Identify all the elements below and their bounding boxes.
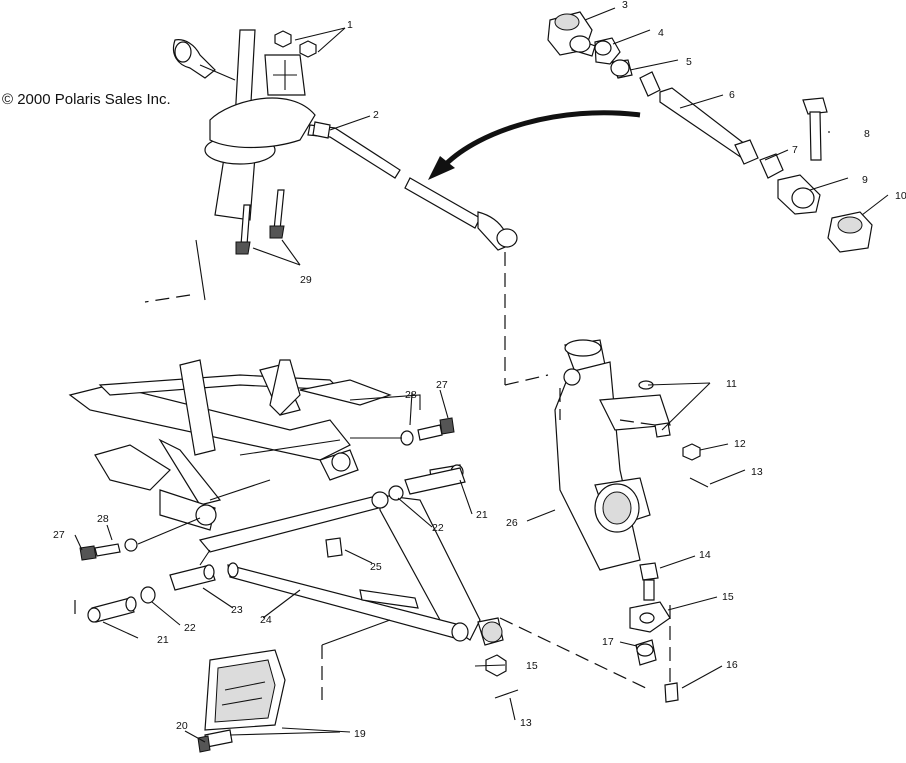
- callout-numbers: 1 2 3 4 5 6 7 8 9 10 11 12 13 14 15 15 1…: [53, 0, 906, 740]
- callout: 5: [686, 56, 692, 68]
- callout: 9: [862, 174, 868, 186]
- callout: 12: [734, 438, 746, 450]
- callout: 22: [184, 622, 196, 634]
- callout: 22: [432, 522, 444, 534]
- copyright-notice: © 2000 Polaris Sales Inc.: [2, 91, 171, 108]
- callout: 10: [895, 190, 906, 202]
- callout: 21: [157, 634, 169, 646]
- callout: 24: [260, 614, 272, 626]
- callout: 26: [506, 517, 518, 529]
- callout: 8: [864, 128, 870, 140]
- callout: 27: [436, 379, 448, 391]
- callout: 1: [347, 19, 353, 31]
- tie-rod-exploded: [547, 11, 873, 253]
- nut-1-icon: [274, 30, 317, 58]
- callout: 17: [602, 636, 614, 648]
- spindle-knuckle: [554, 339, 671, 571]
- callout: 20: [176, 720, 188, 732]
- callout: 4: [658, 27, 664, 39]
- skid-plate: [197, 649, 341, 753]
- callout: 21: [476, 509, 488, 521]
- spindle-hardware: [485, 380, 709, 703]
- frame-assembly: [68, 359, 421, 531]
- callout: 7: [792, 144, 798, 156]
- callout: 28: [97, 513, 109, 525]
- callout-lines-upper-right: [584, 7, 889, 216]
- callout: 15: [722, 591, 734, 603]
- callout: 6: [729, 89, 735, 101]
- callout: 11: [726, 378, 737, 390]
- callout: 25: [370, 561, 382, 573]
- callout: 28: [405, 389, 417, 401]
- tie-rod-assembly: [307, 121, 549, 386]
- callout: 14: [699, 549, 711, 561]
- steering-bolts: [235, 189, 285, 255]
- callout: 23: [231, 604, 243, 616]
- callout-lines-upper-left: [252, 27, 371, 266]
- steering-post: [144, 29, 316, 303]
- direction-arrow: [428, 110, 641, 180]
- callout: 13: [520, 717, 532, 729]
- callout: 3: [622, 0, 628, 11]
- callout: 19: [354, 728, 366, 740]
- callout: 13: [751, 466, 763, 478]
- callout: 15: [526, 660, 538, 672]
- callout: 16: [726, 659, 738, 671]
- callout-lines-lower: [74, 382, 746, 743]
- rod-end-upper-left: [172, 39, 236, 81]
- a-arm-assembly: [74, 464, 504, 700]
- callout: 2: [373, 109, 379, 121]
- frame-bolts: [79, 417, 455, 561]
- callout: 27: [53, 529, 65, 541]
- callout: 29: [300, 274, 312, 286]
